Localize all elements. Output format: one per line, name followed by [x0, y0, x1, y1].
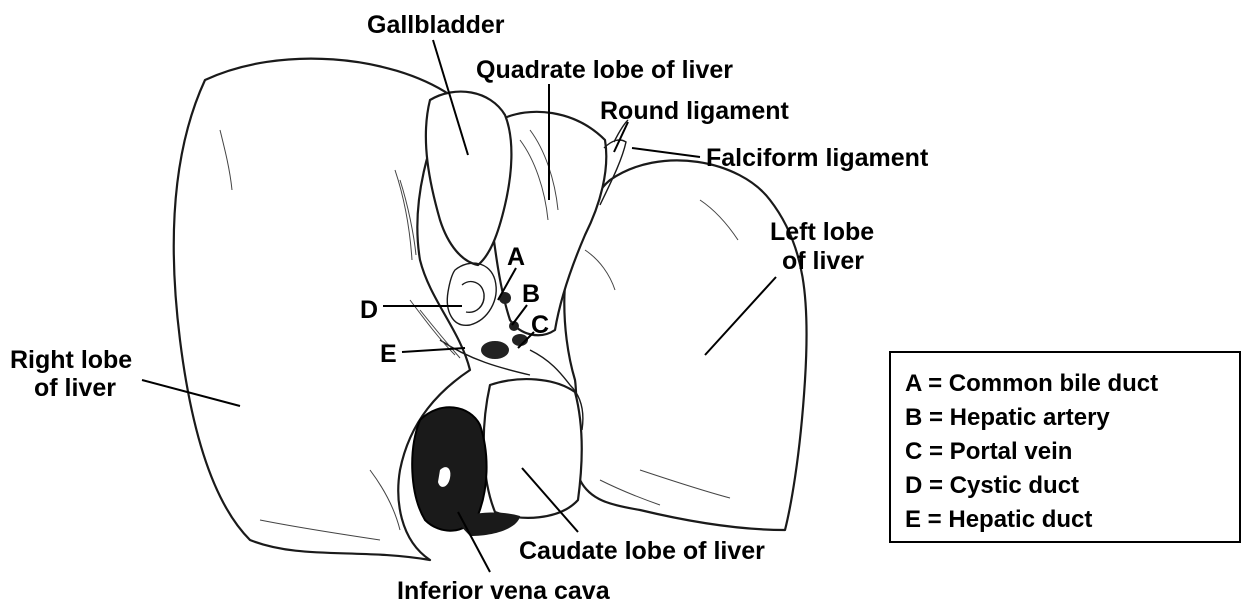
- vena-cava-shape: [412, 407, 486, 530]
- legend-item-a: A = Common bile duct: [905, 367, 1239, 401]
- label-right-lobe-2: of liver: [34, 374, 116, 402]
- marker-c: C: [531, 311, 549, 339]
- marker-e: E: [380, 340, 397, 368]
- legend-item-d: D = Cystic duct: [905, 469, 1239, 503]
- caudate-lobe-shape: [484, 379, 582, 518]
- label-caudate-lobe: Caudate lobe of liver: [519, 537, 765, 565]
- leader-falciform: [632, 148, 700, 157]
- legend-item-c: C = Portal vein: [905, 435, 1239, 469]
- label-quadrate-lobe: Quadrate lobe of liver: [476, 56, 733, 84]
- label-left-lobe-1: Left lobe: [770, 218, 874, 246]
- marker-d: D: [360, 296, 378, 324]
- label-inferior-vena-cava: Inferior vena cava: [397, 577, 611, 605]
- liver-illustration: [174, 59, 807, 560]
- legend-item-b: B = Hepatic artery: [905, 401, 1239, 435]
- legend-item-e: E = Hepatic duct: [905, 503, 1239, 537]
- label-round-ligament: Round ligament: [600, 97, 790, 125]
- label-gallbladder: Gallbladder: [367, 11, 505, 39]
- label-falciform-ligament: Falciform ligament: [706, 144, 929, 172]
- legend-box: A = Common bile duct B = Hepatic artery …: [889, 351, 1241, 543]
- label-right-lobe-1: Right lobe: [10, 346, 132, 374]
- marker-a: A: [507, 243, 525, 271]
- marker-b: B: [522, 280, 540, 308]
- left-lobe-shape: [564, 160, 806, 530]
- label-left-lobe-2: of liver: [782, 247, 864, 275]
